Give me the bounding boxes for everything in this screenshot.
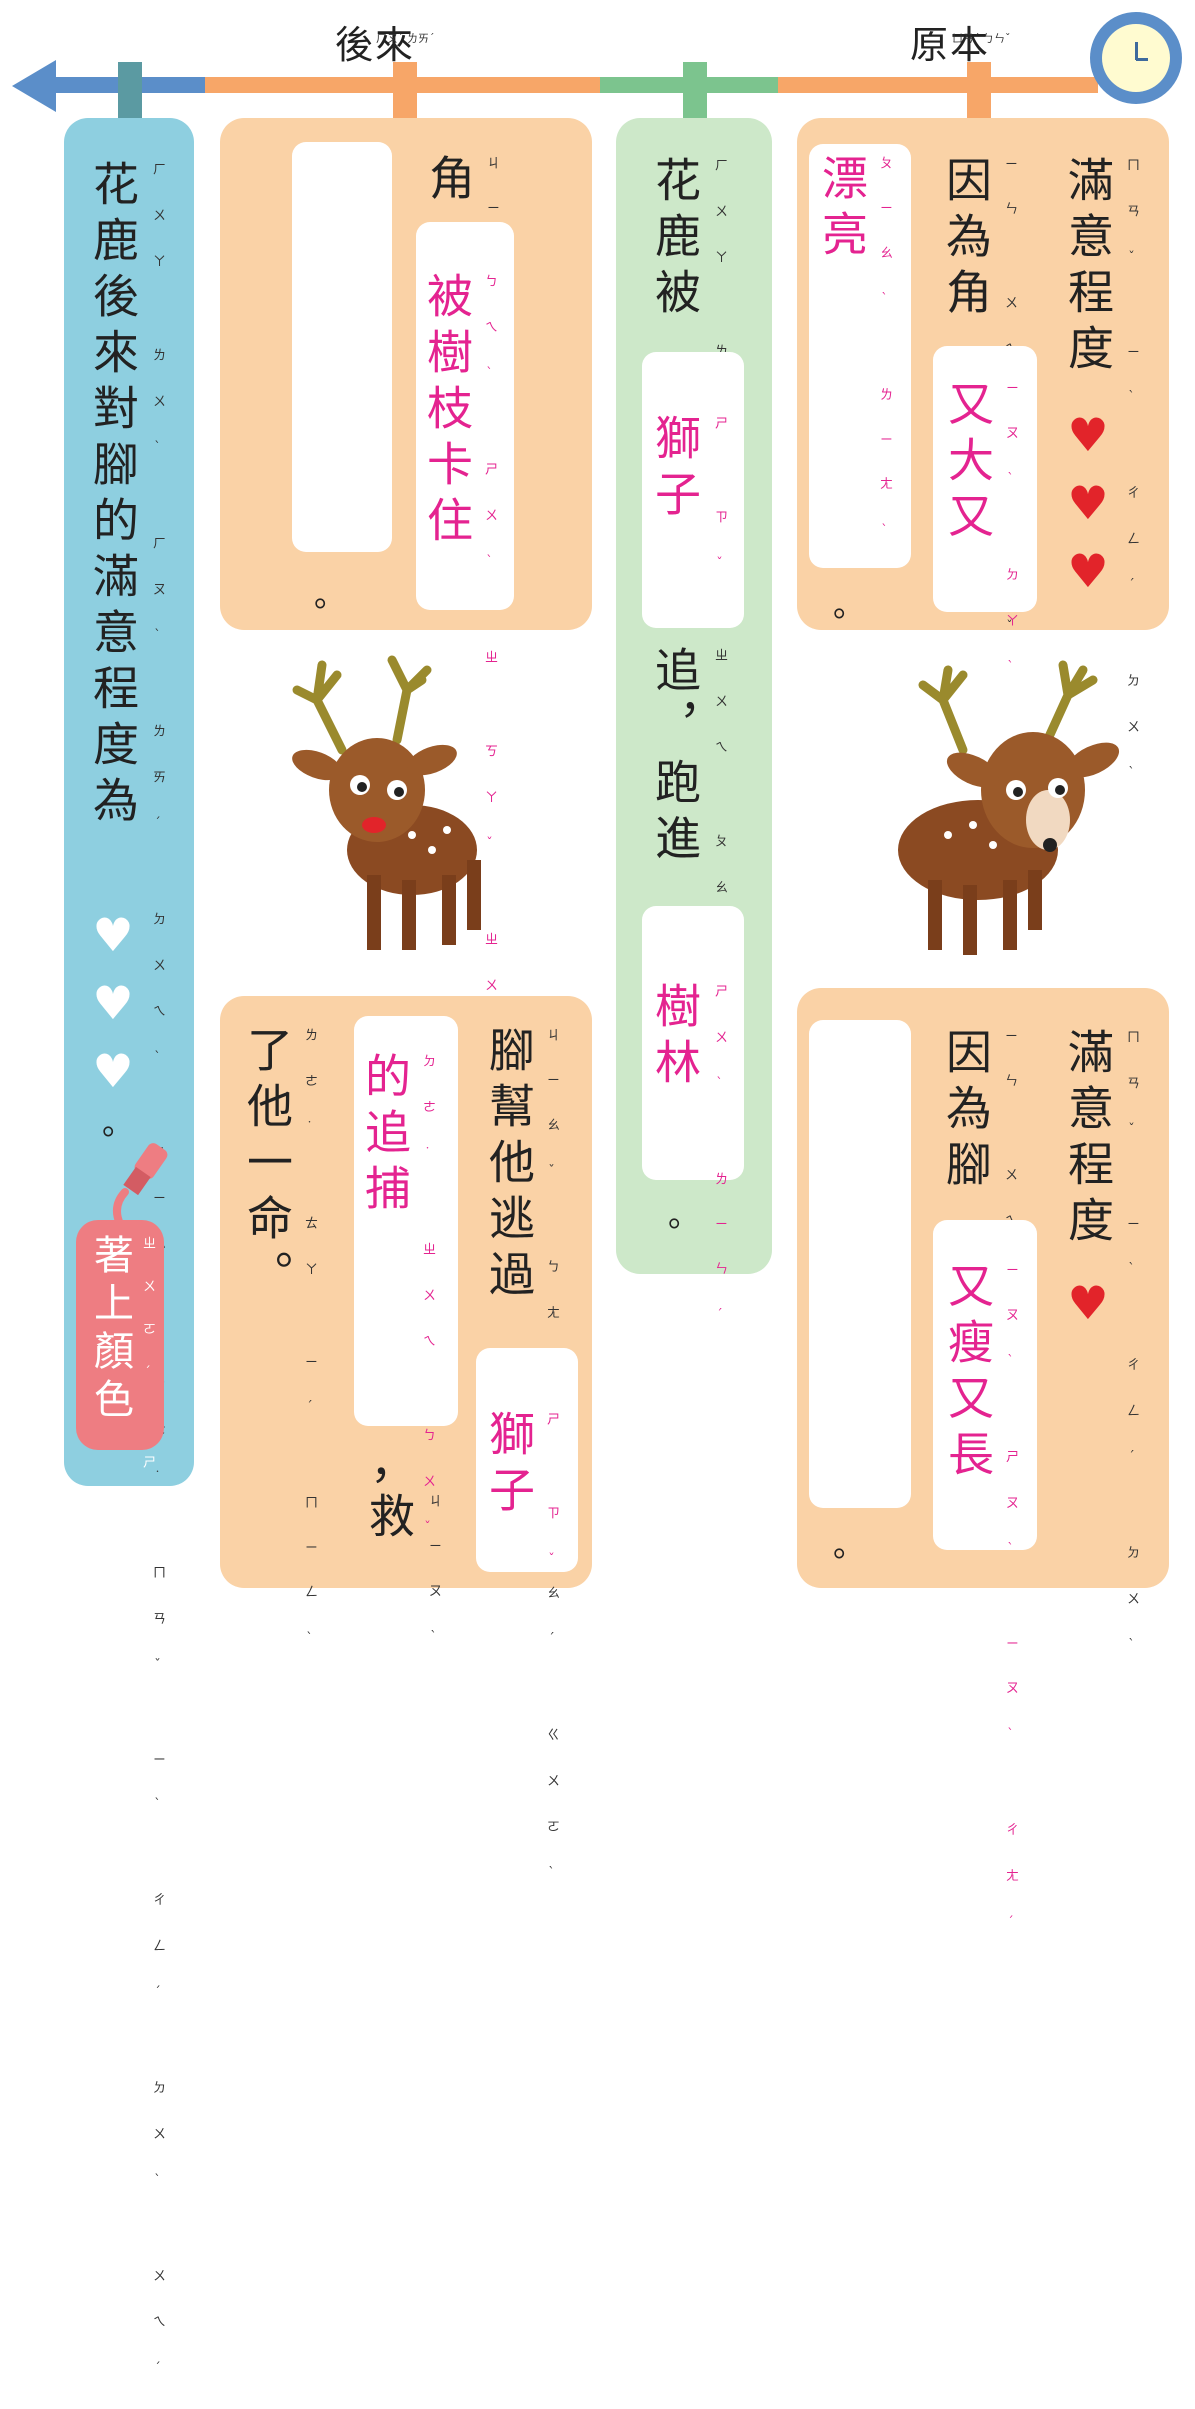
original-bottom-hearts: ♥ bbox=[1061, 1276, 1115, 1340]
later-bottom-answer2: 的追捕 bbox=[358, 1052, 412, 1220]
original-bottom-box: 滿意程度 ㄇㄢˇ ㄧˋ ㄔㄥˊ ㄉㄨˋ ♥ 因為腳 ㄧㄣ ㄨㄟˋ ㄐㄧㄠˇ 又瘦… bbox=[797, 988, 1169, 1963]
original-bottom-answer-zhuyin: ㄧㄡˋ ㄕㄡˋ ㄧㄡˋ ㄔㄤˊ bbox=[1003, 1264, 1018, 1963]
original-top-answer-slot[interactable]: 又大又 ㄧㄡˋ ㄉㄚˋ ㄧㄡˋ bbox=[933, 346, 1037, 893]
timeline-label-original-zhuyin: ㄩㄢˊ ㄅㄣˇ bbox=[952, 32, 1011, 45]
original-bottom-answer-slot[interactable]: 又瘦又長 ㄧㄡˋ ㄕㄡˋ ㄧㄡˋ ㄔㄤˊ bbox=[933, 1220, 1037, 1963]
deer-illustration-left bbox=[292, 655, 481, 950]
later-bottom-save-zhuyin: ㄐㄧㄡˋ bbox=[426, 1494, 441, 1678]
original-top-hearts: ♥♥♥ bbox=[1061, 408, 1115, 612]
later-bottom-answer1-slot[interactable]: 獅子 ㄕ ㄗˇ bbox=[476, 1348, 578, 1600]
original-bottom-satisfaction-zhuyin: ㄇㄢˇ ㄧˋ ㄔㄥˊ ㄉㄨˋ bbox=[1124, 1030, 1139, 1686]
original-bottom-answer: 又瘦又長 bbox=[941, 1262, 995, 1486]
later-top-horn: 角 bbox=[422, 154, 476, 210]
timeline-tick-middle bbox=[683, 62, 707, 118]
original-top-answer: 又大又 bbox=[941, 380, 995, 548]
middle-answer2-slot[interactable]: 樹林 ㄕㄨˋ ㄌㄧㄣˊ bbox=[642, 906, 744, 1355]
middle-answer1: 獅子 bbox=[648, 414, 702, 526]
brush-icon bbox=[112, 1143, 168, 1228]
timeline-label-original: 原本 bbox=[910, 23, 991, 67]
timeline-tick-later bbox=[393, 62, 417, 118]
clock-icon bbox=[1090, 12, 1182, 104]
middle-answer2-zhuyin: ㄕㄨˋ ㄌㄧㄣˊ bbox=[712, 984, 727, 1356]
color-badge: 著上顏色 ㄓㄨㄛˊ ㄕㄤˋ ㄧㄢˊ ㄙㄜˋ bbox=[76, 1220, 164, 1935]
middle-box: 花鹿被 ㄏㄨㄚ ㄌㄨˋ ㄅㄟˋ 獅子 ㄕ ㄗˇ 追，跑進 ㄓㄨㄟ ㄆㄠˇ ㄐㄧㄣ… bbox=[616, 118, 772, 1355]
original-top-because: 因為角 bbox=[939, 156, 993, 324]
middle-answer1-zhuyin: ㄕ ㄗˇ bbox=[712, 416, 727, 604]
color-badge-zhuyin: ㄓㄨㄛˊ ㄕㄤˋ ㄧㄢˊ ㄙㄜˋ bbox=[140, 1236, 155, 1936]
later-bottom-answer1: 獅子 bbox=[482, 1410, 536, 1522]
later-bottom-line1: 腳幫他逃過 bbox=[482, 1026, 536, 1306]
later-bottom-answer1-zhuyin: ㄕ ㄗˇ bbox=[544, 1412, 559, 1600]
later-top-box: 角 ㄐㄧㄠˇ 被樹枝卡住 ㄅㄟˋ ㄕㄨˋ ㄓ ㄎㄚˇ ㄓㄨˋ 。 bbox=[220, 118, 592, 1072]
later-bottom-line3-zhuyin: ㄌㄜ˙ ㄊㄚ ㄧˊ ㄇㄧㄥˋ bbox=[302, 1028, 317, 1679]
original-top-answer2: 漂亮 bbox=[815, 154, 869, 266]
original-top-satisfaction: 滿意程度 bbox=[1061, 156, 1115, 380]
original-top-box: 滿意程度 ㄇㄢˇ ㄧˋ ㄔㄥˊ ㄉㄨˋ ♥♥♥ 因為角 ㄧㄣ ㄨㄟˋ ㄐㄧㄠˇ … bbox=[797, 118, 1169, 893]
summary-text: 花鹿後來對腳的滿意程度為 bbox=[86, 160, 140, 832]
summary-hearts: ♥♥♥ bbox=[86, 908, 140, 1112]
original-top-answer2-zhuyin: ㄆㄧㄠˋ ㄌㄧㄤˋ bbox=[877, 156, 892, 571]
original-top-answer2-slot[interactable]: 漂亮 ㄆㄧㄠˋ ㄌㄧㄤˋ bbox=[809, 144, 911, 571]
later-top-answer2-slot[interactable] bbox=[292, 142, 392, 552]
middle-line2: 追，跑進 bbox=[648, 646, 702, 870]
later-top-answer: 被樹枝卡住 bbox=[420, 272, 474, 552]
timeline-tick-original bbox=[967, 62, 991, 118]
middle-answer2: 樹林 bbox=[648, 982, 702, 1094]
deer-illustration-right bbox=[898, 660, 1120, 955]
later-top-period: 。 bbox=[314, 576, 347, 614]
color-badge-text: 著上顏色 bbox=[87, 1234, 133, 1426]
later-bottom-answer2-slot[interactable]: 的追捕 ㄉㄜ˙ ㄓㄨㄟ ㄅㄨˇ bbox=[354, 1016, 458, 1568]
later-top-answer-slot[interactable]: 被樹枝卡住 ㄅㄟˋ ㄕㄨˋ ㄓ ㄎㄚˇ ㄓㄨˋ bbox=[416, 222, 514, 1072]
timeline-arrowhead bbox=[12, 60, 56, 112]
middle-period: 。 bbox=[668, 1196, 701, 1234]
original-bottom-answer2-slot[interactable] bbox=[809, 1020, 911, 1508]
timeline-segment-orange-right bbox=[778, 77, 1098, 93]
timeline-label-later: 後來 bbox=[335, 23, 416, 67]
original-bottom-because: 因為腳 bbox=[939, 1028, 993, 1196]
later-bottom-comma: ， bbox=[370, 1435, 416, 1489]
later-bottom-answer2-zhuyin: ㄉㄜ˙ ㄓㄨㄟ ㄅㄨˇ bbox=[420, 1054, 435, 1568]
later-bottom-box: 腳幫他逃過 ㄐㄧㄠˇ ㄅㄤ ㄊㄚ ㄊㄠˊ ㄍㄨㄛˋ 獅子 ㄕ ㄗˇ 的追捕 ㄉㄜ… bbox=[220, 996, 592, 1913]
original-top-period: 。 bbox=[833, 586, 866, 624]
later-bottom-line3: 了他一命。 bbox=[240, 1026, 294, 1306]
original-bottom-satisfaction: 滿意程度 bbox=[1061, 1028, 1115, 1252]
original-bottom-period: 。 bbox=[833, 1526, 866, 1564]
original-top-satisfaction-zhuyin: ㄇㄢˇ ㄧˋ ㄔㄥˊ ㄉㄨˋ bbox=[1124, 158, 1139, 814]
later-top-answer-zhuyin: ㄅㄟˋ ㄕㄨˋ ㄓ ㄎㄚˇ ㄓㄨˋ bbox=[482, 274, 497, 1072]
summary-period: 。 bbox=[102, 1104, 135, 1142]
timeline-tick-summary bbox=[118, 62, 142, 118]
middle-line1: 花鹿被 bbox=[648, 156, 702, 324]
timeline-label-later-zhuyin: ㄏㄡˋ ㄌㄞˊ bbox=[376, 32, 435, 45]
later-bottom-save: 救 bbox=[362, 1492, 416, 1548]
middle-answer1-slot[interactable]: 獅子 ㄕ ㄗˇ bbox=[642, 352, 744, 628]
